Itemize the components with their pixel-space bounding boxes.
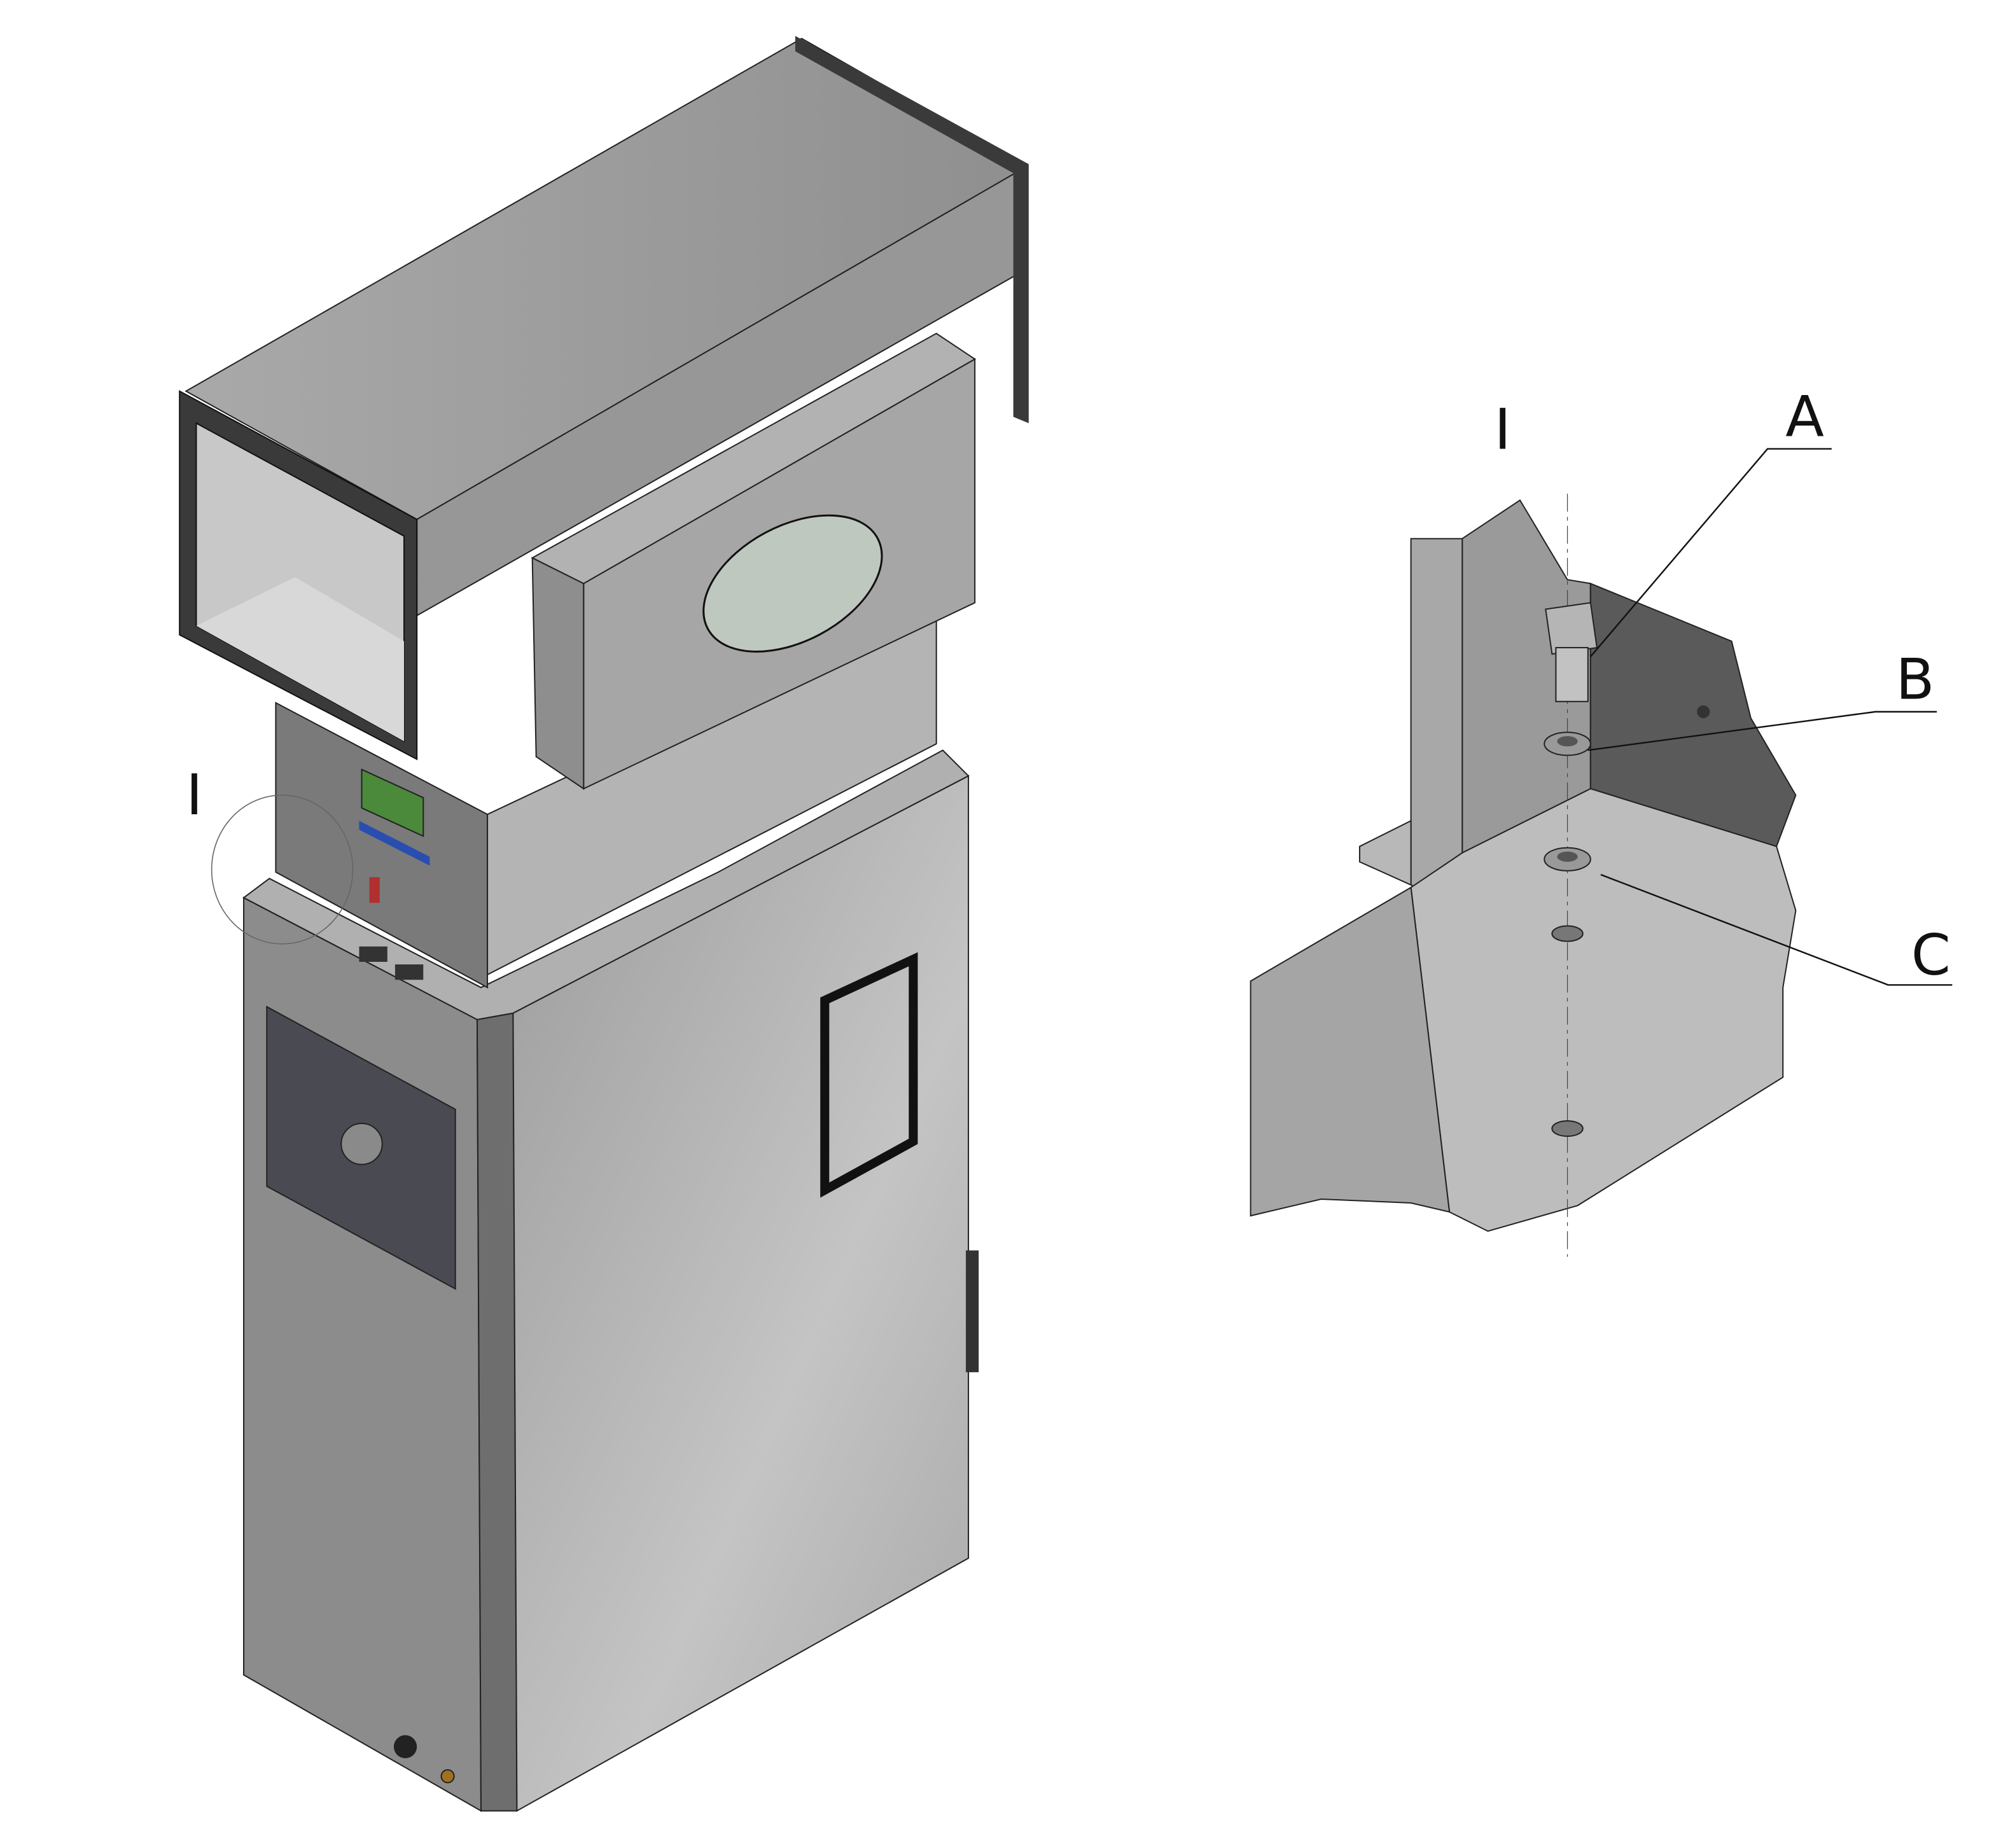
callout-b: B	[1896, 647, 1935, 712]
duct	[179, 36, 1029, 790]
callout-a: A	[1785, 384, 1824, 449]
bottom-fitting	[440, 1769, 455, 1784]
detail-tab	[1358, 819, 1412, 886]
leader-line-b	[1587, 711, 1937, 751]
floor-hole-2	[1551, 1120, 1584, 1137]
cabinet-bevel	[476, 1012, 518, 1812]
floor-hole-1	[1551, 925, 1584, 942]
inspection-window	[702, 514, 883, 653]
connector-strip	[359, 821, 430, 866]
side-latch	[966, 1250, 979, 1373]
cabinet-top	[242, 749, 970, 1020]
side-housing-bevel	[531, 557, 585, 790]
detail-floor-plate	[1410, 788, 1797, 1232]
leader-line-c	[1600, 873, 1953, 986]
washer-c-hole	[1557, 851, 1578, 862]
cabinet	[242, 749, 979, 1812]
bolt	[1545, 602, 1598, 702]
control-section: I	[186, 601, 937, 989]
door-window-frame	[820, 952, 918, 1198]
side-housing-top	[531, 332, 977, 585]
detail-view-title: I	[1495, 397, 1511, 462]
cover-hole	[340, 1123, 383, 1165]
bottom-knob	[393, 1735, 417, 1758]
detail-view: I A B C	[1250, 384, 1953, 1257]
detail-vertical-angle	[1410, 538, 1463, 905]
callout-c: C	[1911, 922, 1951, 988]
lcd-display	[361, 768, 424, 838]
cabinet-front-panel	[512, 775, 970, 1812]
duct-rear-flange	[795, 36, 1029, 424]
leader-line-a	[1589, 448, 1832, 657]
detail-lower-flange	[1250, 886, 1451, 1217]
main-view-callout-label: I	[186, 762, 202, 828]
control-back-panel	[275, 702, 489, 989]
detail-circle-marker	[211, 795, 354, 945]
red-button	[369, 877, 380, 903]
top-port-1	[359, 946, 387, 962]
washer-b-hole	[1557, 736, 1578, 747]
duct-inner-floor	[196, 577, 405, 742]
wall-hole	[1697, 705, 1710, 718]
top-port-2	[394, 964, 424, 980]
